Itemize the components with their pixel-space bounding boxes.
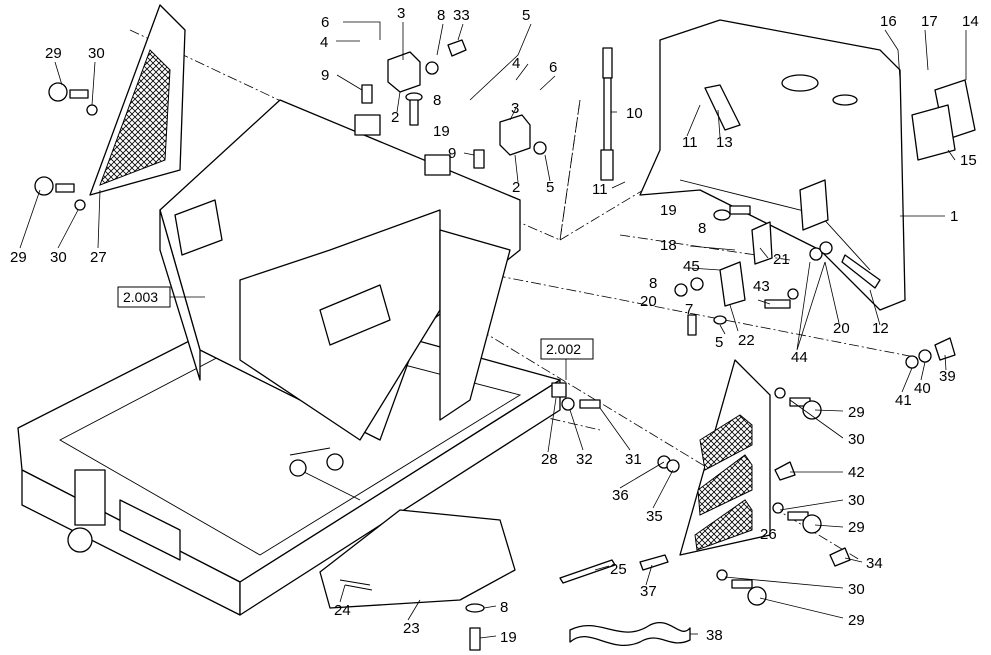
callout-44: 44 — [791, 349, 808, 366]
svg-text:2.003: 2.003 — [123, 289, 158, 305]
callout-29a: 29 — [45, 45, 62, 62]
callout-19c: 19 — [500, 629, 517, 646]
callout-42: 42 — [848, 464, 865, 481]
callout-30a: 30 — [88, 45, 105, 62]
callout-20b: 20 — [833, 320, 850, 337]
callout-41: 41 — [895, 392, 912, 409]
callout-1: 1 — [950, 208, 958, 225]
callout-4a: 4 — [320, 34, 328, 51]
callout-9a: 9 — [321, 67, 329, 84]
callout-29d: 29 — [848, 519, 865, 536]
callout-32: 32 — [576, 451, 593, 468]
callout-8a: 8 — [437, 7, 445, 24]
callout-26: 26 — [760, 526, 777, 543]
callout-19a: 19 — [433, 123, 450, 140]
upper-frame — [159, 99, 521, 441]
callout-21: 21 — [773, 251, 790, 268]
callout-24: 24 — [334, 602, 351, 619]
callout-11b: 11 — [592, 181, 608, 198]
reference-2003: 2.003 — [117, 286, 205, 308]
callout-35: 35 — [646, 508, 663, 525]
callout-8e: 8 — [500, 599, 508, 616]
callout-30c: 30 — [848, 431, 865, 448]
callout-5a: 5 — [522, 7, 530, 24]
callout-33: 33 — [453, 7, 470, 24]
callout-17: 17 — [921, 13, 938, 30]
callout-2b: 2 — [512, 179, 520, 196]
bottom-plate — [319, 509, 516, 609]
callout-25: 25 — [610, 561, 627, 578]
callout-15: 15 — [960, 152, 977, 169]
callout-3b: 3 — [511, 100, 519, 117]
callout-9b: 9 — [448, 145, 456, 162]
callout-37: 37 — [640, 583, 657, 600]
callout-7: 7 — [685, 301, 693, 318]
callout-6a: 6 — [321, 14, 329, 31]
hardware-parts — [34, 39, 976, 651]
callout-8b: 8 — [433, 92, 441, 109]
left-grille-panel — [89, 4, 186, 196]
callout-12: 12 — [872, 320, 889, 337]
right-grille-panel — [679, 359, 771, 556]
callout-2a: 2 — [391, 109, 399, 126]
callout-40: 40 — [914, 380, 931, 397]
callout-28: 28 — [541, 451, 558, 468]
callout-5c: 5 — [715, 334, 723, 351]
callout-14: 14 — [962, 13, 979, 30]
callout-6b: 6 — [549, 59, 557, 76]
callout-30b: 30 — [50, 249, 67, 266]
callout-30e: 30 — [848, 581, 865, 598]
callout-29c: 29 — [848, 404, 865, 421]
callout-11a: 11 — [682, 134, 698, 151]
reference-2002: 2.002 — [540, 338, 594, 380]
callout-10: 10 — [626, 105, 643, 122]
callout-5b: 5 — [546, 179, 554, 196]
callout-labels: 1 2 2 3 3 4 4 5 5 5 6 6 7 8 8 8 8 8 9 9 … — [10, 5, 979, 646]
callout-22: 22 — [738, 332, 755, 349]
callout-13: 13 — [716, 134, 733, 151]
callout-29b: 29 — [10, 249, 27, 266]
callout-20a: 20 — [640, 293, 657, 310]
leader-lines — [19, 21, 967, 639]
callout-45: 45 — [683, 258, 700, 275]
callout-43: 43 — [753, 278, 770, 295]
callout-27: 27 — [90, 249, 107, 266]
callout-23: 23 — [403, 620, 420, 637]
rear-hood — [639, 19, 906, 311]
callout-29e: 29 — [848, 612, 865, 629]
callout-4b: 4 — [512, 55, 520, 72]
callout-8d: 8 — [649, 275, 657, 292]
svg-text:2.002: 2.002 — [546, 341, 581, 357]
callout-34: 34 — [866, 555, 883, 572]
callout-38: 38 — [706, 627, 723, 644]
callout-18: 18 — [660, 237, 677, 254]
callout-8c: 8 — [698, 220, 706, 237]
callout-3a: 3 — [397, 5, 405, 22]
callout-30d: 30 — [848, 492, 865, 509]
callout-19b: 19 — [660, 202, 677, 219]
callout-16: 16 — [880, 13, 897, 30]
callout-31: 31 — [625, 451, 642, 468]
callout-36: 36 — [612, 487, 629, 504]
callout-39: 39 — [939, 368, 956, 385]
gas-strut — [600, 47, 614, 181]
